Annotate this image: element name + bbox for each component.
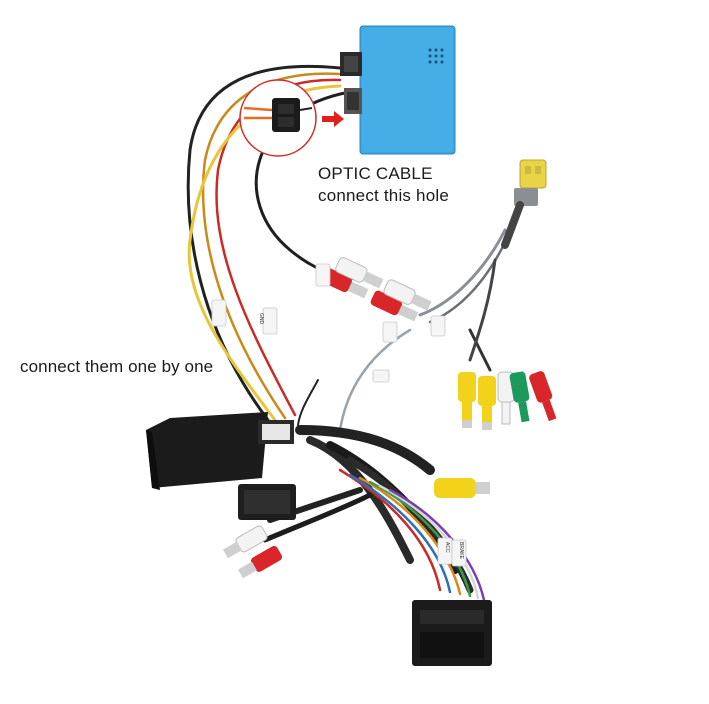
rca-connector <box>458 372 476 428</box>
brake-tag-label: BRAKE <box>458 542 464 559</box>
rca-connector <box>509 371 530 423</box>
rca-connector <box>478 376 496 430</box>
rca-pair-lower <box>223 525 283 579</box>
main-plug <box>412 600 492 666</box>
rca-pair-upper <box>320 257 432 322</box>
acc-tag-label: ACC <box>444 542 450 553</box>
red-arrow <box>322 111 344 127</box>
wire-bundle <box>186 64 512 602</box>
decoder-box <box>146 412 294 490</box>
rca-cluster-right <box>458 371 557 430</box>
rca-connector <box>434 478 490 498</box>
optic-caption-line2: connect this hole <box>318 186 449 205</box>
rca-connector <box>529 371 557 422</box>
gnd-tag-label: GND <box>258 313 264 325</box>
harness-connector <box>238 484 296 520</box>
connect-caption: connect them one by one <box>20 357 214 376</box>
optic-module <box>340 25 456 155</box>
magnifier-circle <box>239 79 317 157</box>
yellow-connector <box>501 159 547 249</box>
label-tags <box>211 263 467 567</box>
optic-caption-line1: OPTIC CABLE <box>318 164 433 183</box>
